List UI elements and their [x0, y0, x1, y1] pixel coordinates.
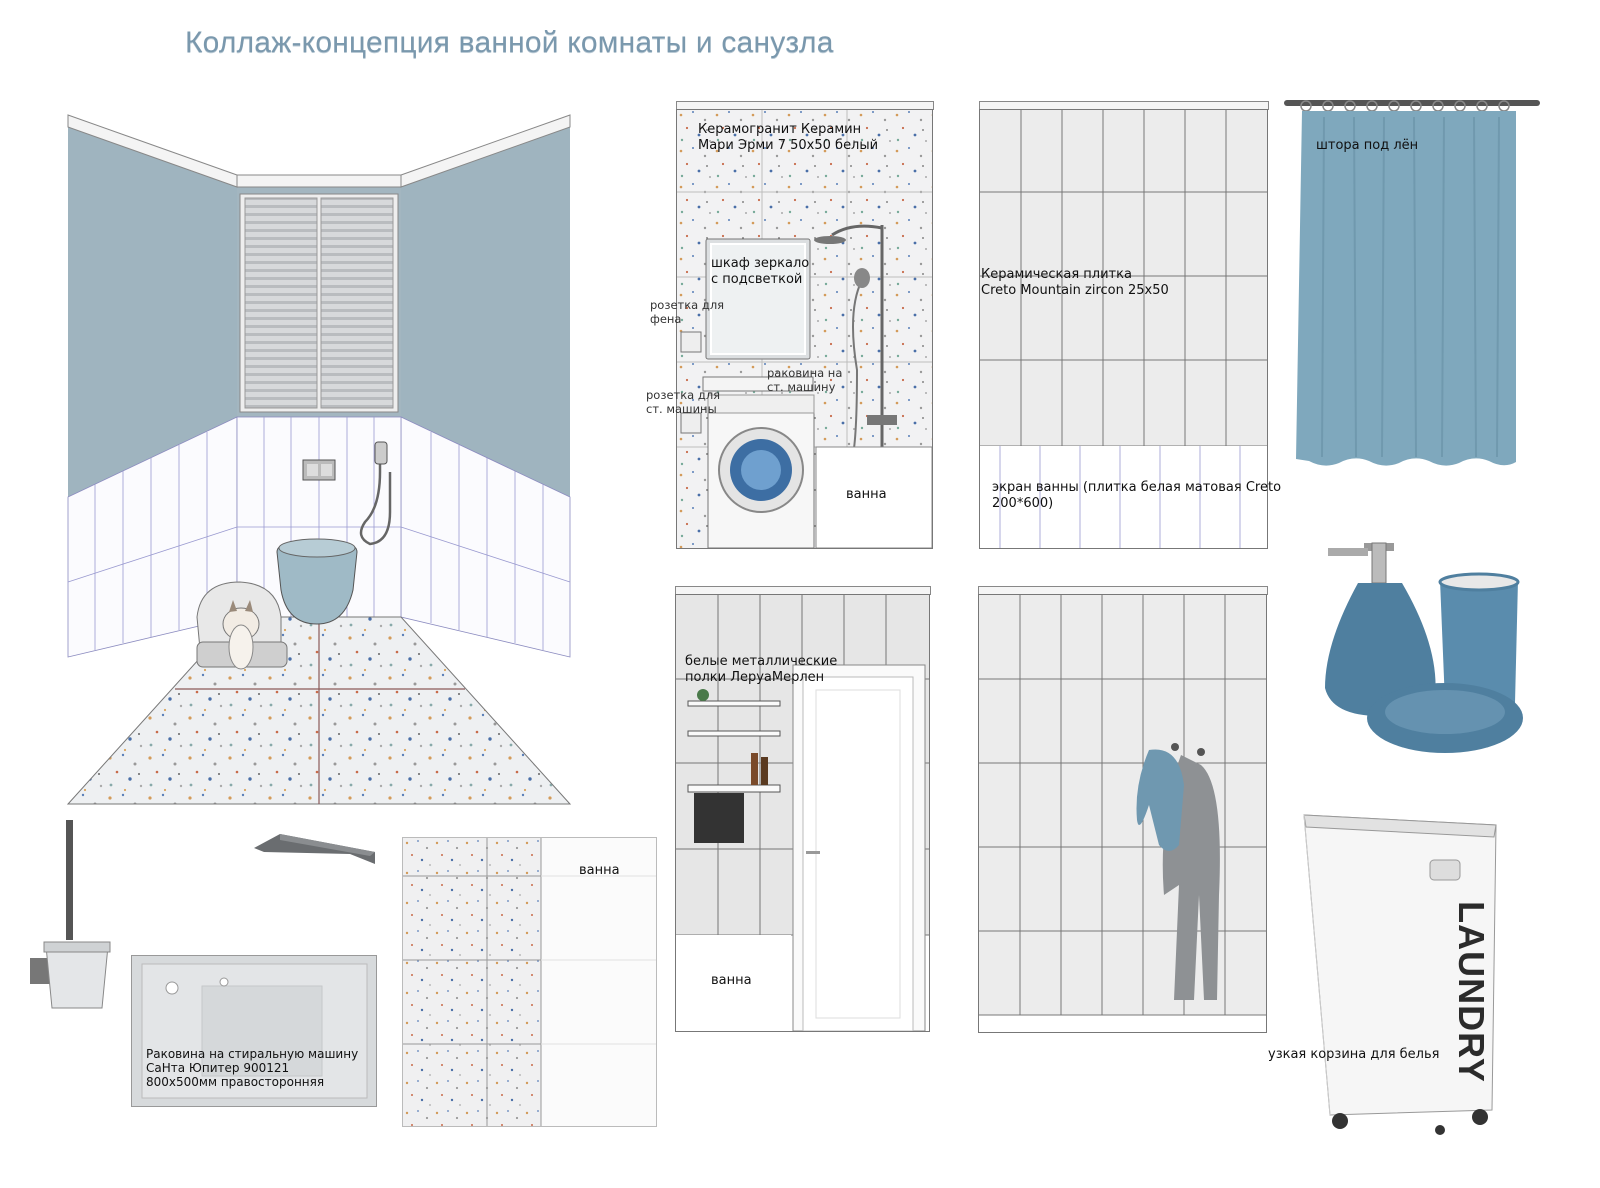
label-bath-screen: экран ванны (плитка белая матовая Creto …: [992, 480, 1282, 511]
label-shelves: белые металлические полки ЛеруаМерлен: [685, 654, 838, 685]
laundry-basket-image: [1300, 805, 1500, 1135]
bath-accessories-image: [1320, 538, 1530, 763]
label-socket-machine: розетка для ст. машины: [646, 388, 721, 416]
toilet-brush-image: [28, 818, 112, 1014]
label-porcelain-tile: Керамогранит Керамин Мари Эрми 7 50х50 б…: [698, 122, 879, 153]
label-sink-product: Раковина на стиральную машину СаНта Юпит…: [146, 1047, 359, 1089]
shower-curtain-image: [1284, 97, 1540, 469]
bath-wall-door: [675, 594, 930, 1032]
label-bath-2: ванна: [711, 973, 752, 988]
floor-tile-plan: [402, 837, 657, 1127]
label-curtain: штора под лён: [1316, 138, 1419, 153]
laundry-word-box: LAUNDRY: [1442, 890, 1502, 1100]
toilet-room-render: [65, 112, 575, 817]
label-sink-on-machine: раковина на ст. машину: [767, 366, 843, 394]
label-bath-1: ванна: [846, 487, 887, 502]
label-bath-3: ванна: [579, 863, 620, 878]
bath-wall-ceramic: [979, 109, 1268, 549]
paper-holder-image: [250, 830, 380, 870]
label-socket-hairdryer: розетка для фена: [650, 298, 725, 326]
label-mirror-cabinet: шкаф зеркало с подсветкой: [711, 256, 810, 287]
laundry-word: LAUNDRY: [1451, 901, 1492, 1083]
sink-product-image: [131, 955, 377, 1107]
label-laundry-basket: узкая корзина для белья: [1268, 1047, 1440, 1062]
page-title: Коллаж-концепция ванной комнаты и санузл…: [185, 26, 834, 59]
label-ceramic-tile: Керамическая плитка Creto Mountain zirco…: [981, 267, 1169, 298]
bath-wall-towels: [978, 594, 1267, 1033]
bath-wall-porcelain: [676, 109, 933, 549]
